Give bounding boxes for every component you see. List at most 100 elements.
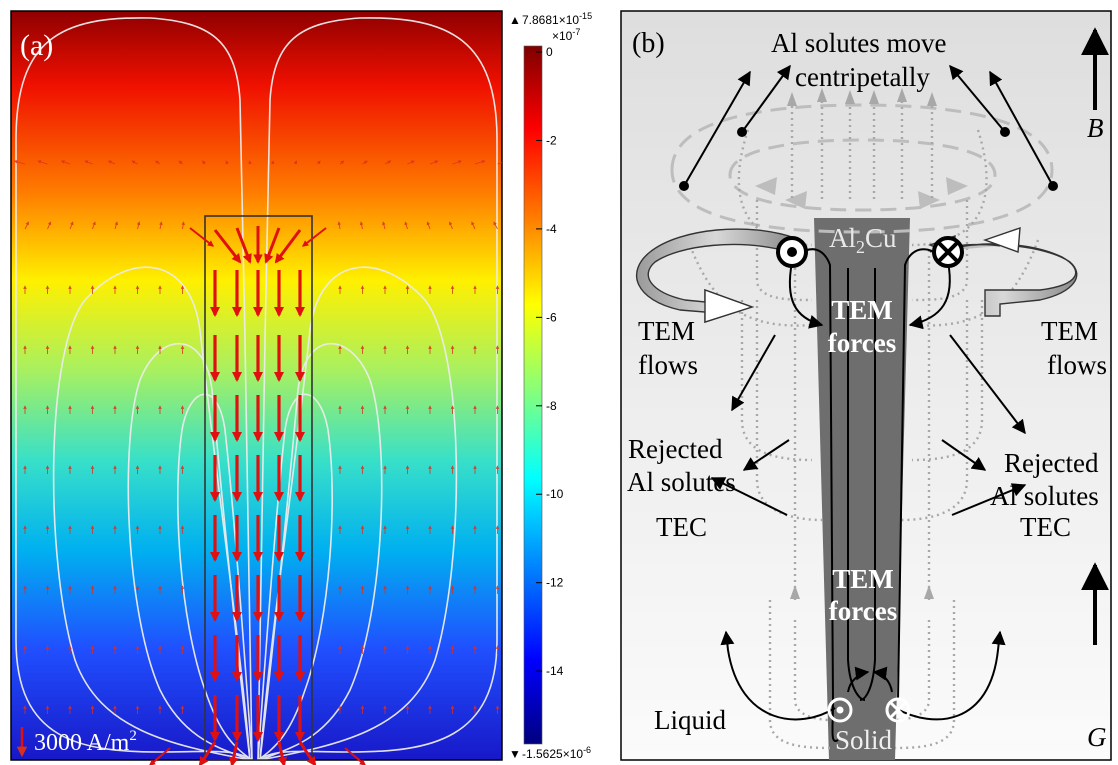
current-arrow-small bbox=[339, 160, 345, 165]
current-arrow-small bbox=[136, 221, 141, 230]
rejected-right-2: Al solutes bbox=[990, 481, 1099, 511]
current-arrow-small bbox=[497, 162, 502, 165]
current-arrow-small bbox=[225, 160, 229, 165]
tem-flows-right-1: TEM bbox=[1041, 316, 1098, 346]
current-arrow-large bbox=[344, 747, 366, 765]
current-arrow-small bbox=[114, 221, 119, 230]
current-arrow-large bbox=[198, 741, 217, 765]
current-in-symbol-top bbox=[932, 236, 964, 268]
current-arrow-small bbox=[270, 160, 275, 165]
rejected-right-1: Rejected bbox=[1004, 448, 1099, 478]
g-gradient-label: G bbox=[1087, 722, 1107, 752]
liquid-label: Liquid bbox=[654, 705, 726, 735]
current-arrow-small bbox=[452, 160, 462, 165]
current-arrow-small bbox=[316, 160, 321, 165]
colorbar-tick-label: -8 bbox=[546, 399, 557, 413]
current-arrow-small bbox=[293, 160, 298, 165]
current-arrow-large bbox=[277, 741, 288, 765]
current-arrow-small bbox=[359, 221, 364, 230]
current-arrow-small bbox=[449, 221, 453, 230]
al2cu-label: Al2Cu bbox=[829, 223, 897, 257]
colorbar: ▲ 7.8681×10-15 ×10-7 0-2-4-6-8-10-12-14 … bbox=[509, 11, 592, 761]
colorbar-max-label: 7.8681×10-15 bbox=[522, 11, 592, 27]
panel-b-label: (b) bbox=[632, 28, 665, 59]
tem-flows-left-2: flows bbox=[638, 350, 698, 380]
scale-arrow-label: 3000 A/m2 bbox=[34, 728, 137, 756]
tec-left-label: TEC bbox=[656, 512, 707, 542]
current-density-arrows-background bbox=[13, 160, 502, 714]
current-arrow-large bbox=[189, 227, 215, 247]
tem-forces-bottom-1: TEM bbox=[832, 564, 894, 594]
current-arrow-small bbox=[24, 221, 29, 230]
current-arrow-small bbox=[154, 160, 161, 165]
electrode-outline bbox=[204, 215, 313, 761]
current-arrow-large bbox=[264, 227, 281, 264]
tem-forces-bottom-2: forces bbox=[829, 596, 897, 626]
current-arrow-small bbox=[92, 221, 96, 230]
al-move-label-1: Al solutes move bbox=[771, 28, 947, 58]
colorbar-max-marker: ▲ bbox=[509, 13, 521, 27]
b-field-label: B bbox=[1087, 113, 1104, 143]
current-arrow-large bbox=[298, 741, 317, 765]
colorbar-min-label: -1.5625×10-6 bbox=[522, 745, 591, 761]
current-arrow-large bbox=[228, 741, 239, 765]
current-arrow-small bbox=[178, 160, 183, 165]
current-arrow-small bbox=[429, 160, 439, 165]
current-arrow-small bbox=[384, 160, 392, 165]
colorbar-tick-label: -2 bbox=[546, 133, 557, 147]
tem-forces-top-1: TEM bbox=[831, 295, 893, 325]
current-arrow-small bbox=[337, 221, 342, 230]
current-arrow-small bbox=[362, 160, 368, 165]
current-arrow-small bbox=[13, 160, 26, 165]
colorbar-tick-label: -10 bbox=[546, 487, 564, 501]
current-arrow-small bbox=[493, 221, 498, 230]
dotted-flow-arrowheads bbox=[787, 88, 937, 599]
current-arrow-small bbox=[47, 221, 52, 230]
current-arrow-large bbox=[149, 747, 171, 765]
current-arrow-small bbox=[131, 160, 138, 165]
tec-right-label: TEC bbox=[1020, 512, 1071, 542]
current-arrow-small bbox=[37, 160, 48, 165]
tem-flow-arrow-left bbox=[635, 228, 796, 323]
tem-flows-right-2: flows bbox=[1047, 350, 1107, 380]
current-arrow-large bbox=[301, 227, 327, 247]
current-arrow-small bbox=[471, 221, 476, 230]
solid-label: Solid bbox=[835, 725, 893, 755]
current-arrow-small bbox=[407, 160, 415, 165]
panel-a-label: (a) bbox=[20, 29, 53, 62]
dotted-flow-lines bbox=[686, 95, 1040, 750]
current-arrow-small bbox=[382, 221, 386, 230]
colorbar-tick-label: -6 bbox=[546, 310, 557, 324]
arrow-tail-dots bbox=[679, 127, 1058, 191]
current-arrow-small bbox=[69, 221, 74, 230]
current-arrow-small bbox=[426, 221, 431, 230]
colorbar-tick-label: -12 bbox=[546, 576, 564, 590]
colorbar-ticks: 0 -2 -4 -6 -8 -10 -12 -14 bbox=[536, 45, 564, 678]
colorbar-tick-label: -4 bbox=[546, 222, 557, 236]
current-arrow-small bbox=[159, 221, 163, 230]
current-arrow-large bbox=[274, 229, 302, 264]
current-arrow-small bbox=[84, 160, 93, 165]
centripetal-ring bbox=[670, 103, 1054, 234]
panel-b: (b) Al solutes move centripetally B G Al… bbox=[620, 10, 1112, 761]
colorbar-multiplier: ×10-7 bbox=[552, 27, 580, 43]
current-arrow-small bbox=[404, 221, 408, 230]
panel-a: (a) 3000 A/m2 bbox=[10, 10, 503, 765]
al-move-label-2: centripetally bbox=[795, 62, 930, 92]
rejected-left-1: Rejected bbox=[628, 434, 723, 464]
current-arrow-small bbox=[202, 160, 206, 165]
current-density-arrows-rod bbox=[149, 226, 366, 765]
colorbar-tick-label: -14 bbox=[546, 664, 564, 678]
al2cu-rod bbox=[814, 218, 910, 760]
tem-flows-left-1: TEM bbox=[638, 316, 695, 346]
colorbar-gradient bbox=[523, 45, 543, 745]
colorbar-min-marker: ▼ bbox=[509, 747, 521, 761]
current-arrow-small bbox=[474, 160, 486, 165]
rejected-left-2: Al solutes bbox=[627, 467, 736, 497]
colorbar-tick-label: 0 bbox=[546, 45, 553, 59]
current-out-symbol-top bbox=[776, 236, 808, 268]
current-arrow-large bbox=[235, 227, 252, 264]
black-arrows bbox=[683, 27, 1109, 742]
current-arrow-large bbox=[213, 229, 242, 264]
